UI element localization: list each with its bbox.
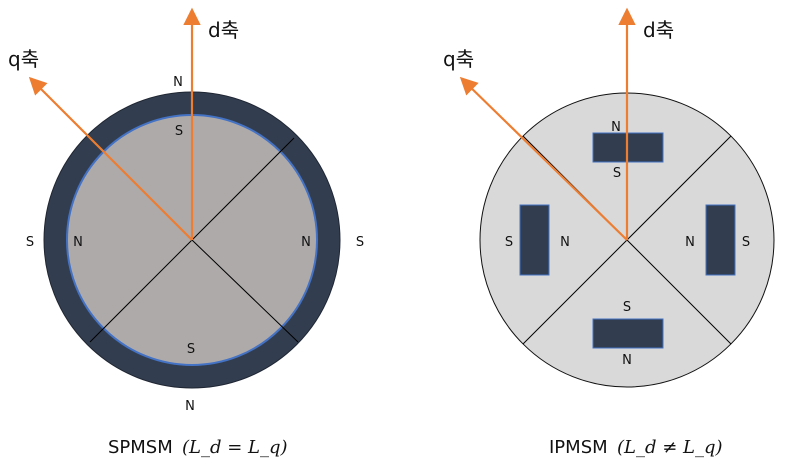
ipmsm-magnet-right: [705, 204, 736, 276]
spmsm-caption-name: SPMSM: [108, 437, 173, 458]
ipmsm-axes: d축 q축: [443, 7, 674, 241]
ipmsm-pole-left-outer: S: [505, 235, 513, 250]
spmsm-d-axis-label: d축: [208, 18, 239, 42]
spmsm-q-axis-label: q축: [8, 47, 39, 71]
spmsm-pole-left-inner: N: [73, 235, 83, 250]
ipmsm-caption: IPMSM (L_d ≠ L_q): [549, 437, 723, 458]
ipmsm-magnet-left: [519, 204, 550, 276]
spmsm-pole-bottom-outer: N: [185, 399, 195, 414]
spmsm-pole-top-outer: N: [173, 75, 183, 90]
ipmsm-caption-formula: (L_d ≠ L_q): [617, 437, 723, 458]
spmsm-q-axis-arrow: [28, 76, 193, 241]
spmsm-pole-left-outer: S: [26, 235, 34, 250]
ipmsm-pole-right-outer: S: [742, 235, 750, 250]
ipmsm-pole-bottom-outer: N: [622, 353, 632, 368]
ipmsm-pole-bottom-inner: S: [623, 300, 631, 315]
spmsm-pole-bottom-inner: S: [187, 342, 195, 357]
ipmsm-pole-top-inner: S: [613, 166, 621, 181]
spmsm-axes: d축 q축: [8, 7, 239, 241]
ipmsm-pole-top-outer: N: [611, 120, 621, 135]
ipmsm-caption-name: IPMSM: [549, 437, 608, 458]
ipmsm-q-axis-arrow: [459, 76, 628, 241]
ipmsm-magnet-bottom: [592, 318, 664, 349]
ipmsm-pole-left-inner: N: [560, 235, 570, 250]
spmsm-pole-top-inner: S: [175, 124, 183, 139]
ipmsm-d-axis-label: d축: [643, 18, 674, 42]
ipmsm-q-axis-label: q축: [443, 47, 474, 71]
spmsm-pole-right-outer: S: [356, 235, 364, 250]
spmsm-caption: SPMSM (L_d = L_q): [108, 437, 288, 458]
ipmsm-pole-right-inner: N: [685, 235, 695, 250]
spmsm-caption-formula: (L_d = L_q): [182, 437, 288, 458]
spmsm-pole-right-inner: N: [301, 235, 311, 250]
